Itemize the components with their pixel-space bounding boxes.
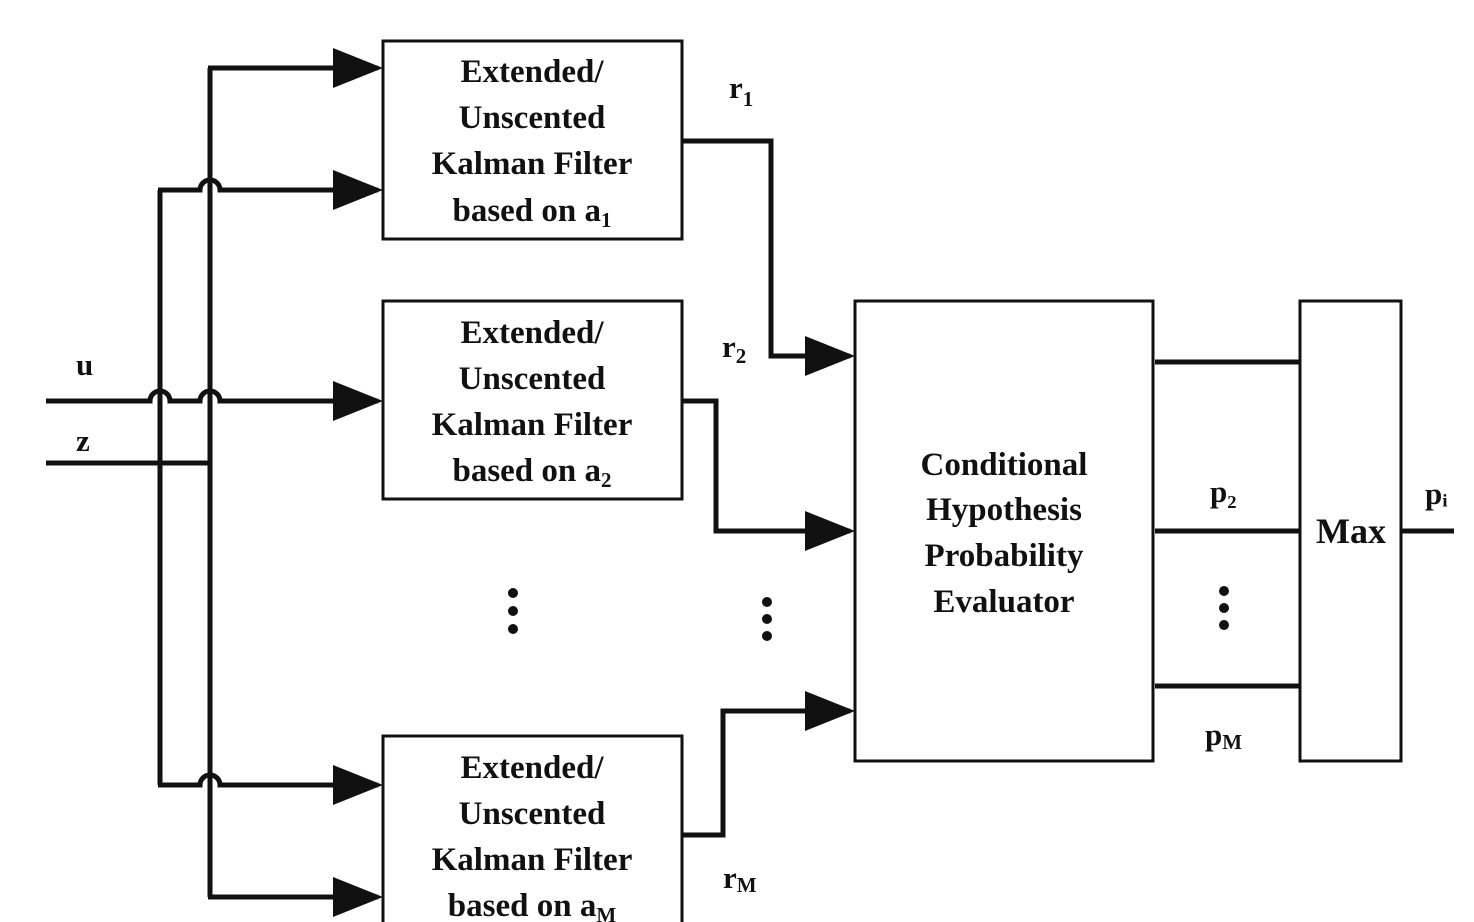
filterM-line4: based on aM bbox=[448, 888, 617, 922]
r1-base: r bbox=[729, 70, 743, 105]
r2-label: r2 bbox=[722, 329, 746, 368]
rM-label: rM bbox=[723, 860, 757, 897]
filter2-hypothesis-sub: 2 bbox=[601, 468, 612, 492]
rM-wire bbox=[683, 691, 855, 838]
filter2-box bbox=[381, 299, 684, 501]
max-box bbox=[1298, 299, 1403, 763]
r1-label: r1 bbox=[729, 70, 753, 111]
u-to-filterM-wire bbox=[158, 765, 383, 805]
evaluator-line2: Hypothesis bbox=[926, 492, 1082, 528]
probabilities-ellipsis bbox=[1219, 586, 1229, 630]
u-input-wire bbox=[46, 381, 383, 421]
filter1-line1: Extended/ bbox=[460, 54, 604, 90]
max-label: Max bbox=[1316, 511, 1386, 551]
r2-wire bbox=[683, 398, 855, 551]
filters-ellipsis bbox=[508, 588, 518, 634]
filter2-line3: Kalman Filter bbox=[432, 407, 633, 443]
r2-sub: 2 bbox=[736, 344, 747, 368]
filter1-box bbox=[381, 39, 684, 241]
residuals-ellipsis bbox=[762, 597, 772, 641]
pM-label: pM bbox=[1205, 717, 1242, 754]
evaluator-line3: Probability bbox=[925, 538, 1084, 574]
evaluator-box bbox=[853, 299, 1155, 763]
r2-base: r bbox=[722, 329, 736, 364]
r1-wire bbox=[683, 138, 855, 376]
z-label: z bbox=[76, 423, 90, 458]
rM-base: r bbox=[723, 860, 737, 895]
filter1-based-on: based on a bbox=[452, 193, 601, 229]
pM-base: p bbox=[1205, 717, 1222, 752]
filter1-line4: based on a1 bbox=[452, 193, 611, 232]
evaluator-line4: Evaluator bbox=[933, 584, 1074, 620]
filter2-based-on: based on a bbox=[452, 453, 601, 489]
filter1-line3: Kalman Filter bbox=[432, 146, 633, 182]
filter2-line4: based on a2 bbox=[452, 453, 611, 492]
filter2-line1: Extended/ bbox=[460, 315, 604, 351]
filter1-line2: Unscented bbox=[459, 100, 606, 136]
p2-label: p₂ bbox=[1210, 474, 1237, 509]
filterM-line2: Unscented bbox=[459, 796, 606, 832]
filterM-hypothesis-sub: M bbox=[596, 903, 616, 922]
evaluator-line1: Conditional bbox=[921, 447, 1088, 483]
filterM-line1: Extended/ bbox=[460, 750, 604, 786]
rM-sub: M bbox=[737, 873, 757, 897]
filterM-based-on: based on a bbox=[448, 888, 597, 922]
filterM-box bbox=[381, 734, 684, 922]
pM-sub: M bbox=[1222, 730, 1242, 754]
filterM-line3: Kalman Filter bbox=[432, 842, 633, 878]
output-label: pᵢ bbox=[1425, 476, 1448, 511]
filter1-hypothesis-sub: 1 bbox=[601, 208, 612, 232]
u-to-filter1-wire bbox=[158, 170, 383, 210]
u-label: u bbox=[76, 347, 93, 382]
r1-sub: 1 bbox=[743, 87, 754, 111]
filter2-line2: Unscented bbox=[459, 361, 606, 397]
